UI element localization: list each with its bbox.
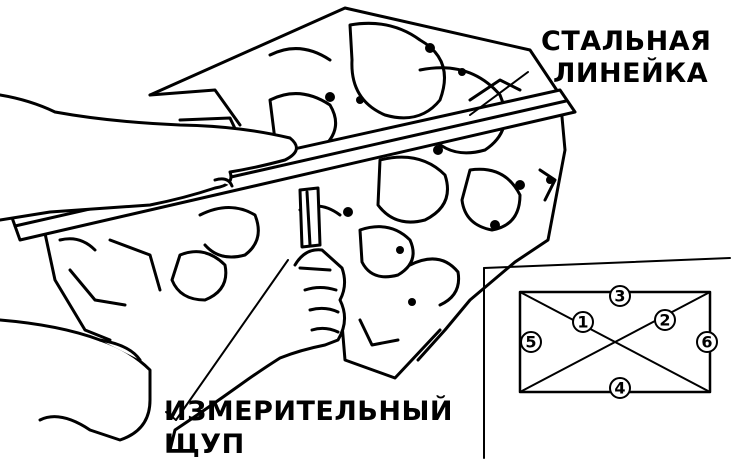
position-number-3: 3 (614, 287, 625, 306)
position-number-4: 4 (614, 379, 625, 398)
steel-ruler-label-line1: СТАЛЬНАЯ (541, 26, 712, 57)
position-number-6: 6 (701, 333, 712, 352)
feeler-gauge (298, 186, 322, 249)
steel-ruler-label-line2: ЛИНЕЙКА (553, 58, 709, 89)
position-number-1: 1 (577, 313, 588, 332)
feeler-gauge-label-line2: ЩУП (164, 429, 245, 460)
bolt-holes (325, 43, 554, 306)
measurement-pattern-inset (483, 257, 731, 459)
feeler-gauge-label-line1: ИЗМЕРИТЕЛЬНЫЙ (164, 396, 454, 427)
right-hand (0, 248, 347, 452)
position-number-5: 5 (525, 333, 536, 352)
left-hand (0, 93, 298, 222)
position-number-2: 2 (659, 311, 670, 330)
